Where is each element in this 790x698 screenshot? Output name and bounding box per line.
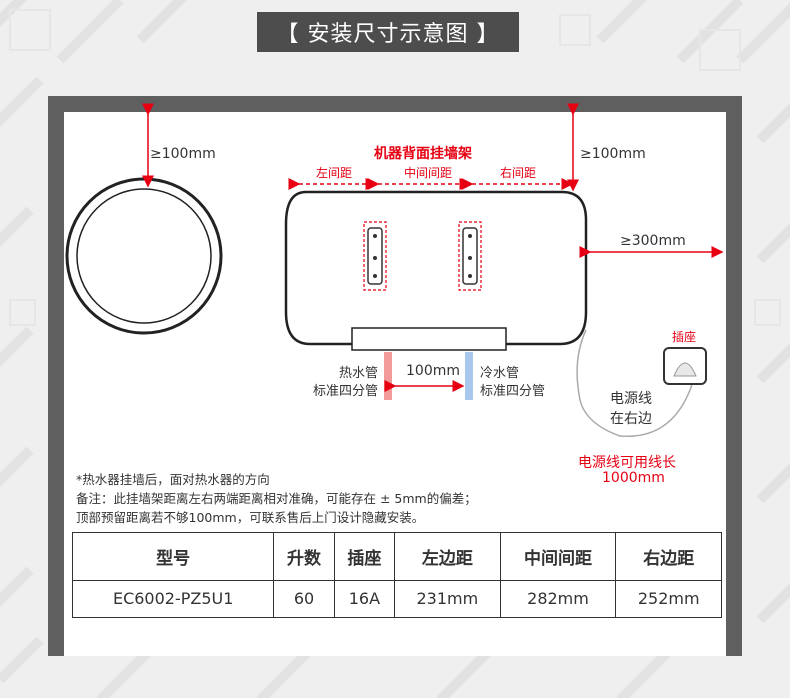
cell-middle-distance: 282mm	[499, 579, 617, 619]
spec-table-header: 型号 升数 插座 左边距 中间间距 右边距	[71, 532, 722, 581]
cell-model: EC6002-PZ5U1	[71, 579, 275, 619]
cold-pipe-line1: 冷水管	[480, 366, 520, 381]
note-line-3: 顶部预留距离若不够100mm，可联系售后上门设计隐藏安装。	[76, 510, 425, 525]
top-left-clearance-label: ≥100mm	[150, 146, 216, 162]
header-left-distance: 左边距	[394, 532, 501, 581]
segment-right-label: 右间距	[500, 166, 537, 180]
segment-middle-label: 中间间距	[404, 166, 453, 180]
header-socket: 插座	[333, 532, 396, 581]
left-hanger	[363, 221, 387, 291]
right-clearance-label: ≥300mm	[620, 233, 686, 249]
socket-label: 插座	[672, 330, 697, 344]
cell-right-distance: 252mm	[615, 579, 722, 619]
note-line-1: *热水器挂墙后，面对热水器的方向	[76, 472, 270, 487]
hot-pipe-line2: 标准四分管	[312, 384, 378, 399]
note-line-2: 备注：此挂墙架距离左右两端距离相对准确，可能存在 ± 5mm的偏差；	[76, 491, 477, 506]
cable-label-line2: 在右边	[610, 411, 652, 427]
cold-pipe-line2: 标准四分管	[480, 384, 546, 399]
header-model: 型号	[71, 532, 275, 581]
header-middle-distance: 中间间距	[499, 532, 617, 581]
cell-socket: 16A	[333, 579, 396, 619]
cell-left-distance: 231mm	[394, 579, 501, 619]
top-right-clearance-label: ≥100mm	[580, 146, 646, 162]
cable-length-line2: 1000mm	[602, 470, 665, 486]
pipe-gap-label: 100mm	[406, 363, 460, 379]
bracket-label: 机器背面挂墙架	[374, 146, 472, 162]
cold-water-pipe	[465, 352, 473, 400]
socket-icon	[663, 347, 707, 385]
tank-side-view-inner	[76, 188, 212, 324]
page-title: 【 安装尺寸示意图 】	[257, 12, 519, 52]
tank-front-view	[284, 190, 588, 346]
tank-side-view	[65, 177, 223, 335]
right-hanger	[458, 221, 482, 291]
hot-pipe-line1: 热水管	[338, 366, 378, 381]
cable-label-line1: 电源线	[610, 391, 652, 407]
header-right-distance: 右边距	[615, 532, 722, 581]
segment-left-label: 左间距	[316, 166, 353, 180]
table-row: EC6002-PZ5U1 60 16A 231mm 282mm 252mm	[71, 579, 722, 619]
tank-bottom-cover	[351, 327, 507, 351]
hot-water-pipe	[384, 352, 392, 400]
cell-capacity: 60	[273, 579, 335, 619]
cable-length-line1: 电源线可用线长	[578, 455, 676, 471]
header-capacity: 升数	[273, 532, 335, 581]
spec-table: 型号 升数 插座 左边距 中间间距 右边距 EC6002-PZ5U1 60 16…	[71, 532, 722, 619]
